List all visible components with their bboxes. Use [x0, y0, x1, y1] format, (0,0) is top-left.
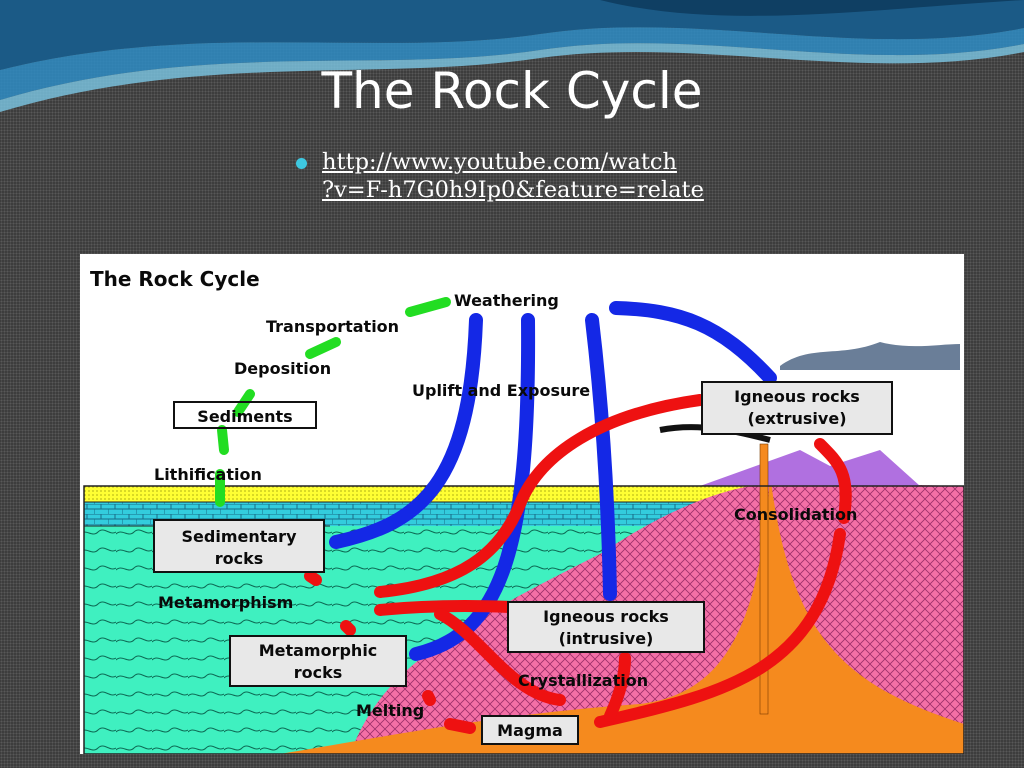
igneous-intrusive-box [507, 601, 705, 653]
label-metamorphic-2: rocks [294, 663, 343, 682]
label-sedimentary-2: rocks [215, 549, 264, 568]
label-consolidation: Consolidation [734, 505, 857, 524]
header-waves [0, 0, 1024, 112]
video-link-line2: ?v=F-h7G0h9Ip0&feature=relate [322, 177, 704, 203]
label-transportation: Transportation [266, 317, 399, 336]
label-weathering: Weathering [454, 291, 559, 310]
label-melting: Melting [356, 701, 424, 720]
sedimentary-rocks-box [153, 519, 325, 573]
label-uplift: Uplift and Exposure [412, 381, 590, 400]
label-lithification: Lithification [154, 465, 262, 484]
volcanic-vent [759, 443, 769, 715]
label-metamorphic-1: Metamorphic [259, 641, 378, 660]
label-magma: Magma [497, 721, 563, 740]
blue-arrows [329, 301, 777, 661]
volcano-icon [700, 450, 920, 486]
igneous-extrusive-box [701, 381, 893, 435]
magma-layer [280, 474, 964, 754]
label-igneous-extrusive-2: (extrusive) [747, 409, 846, 428]
label-igneous-intrusive-2: (intrusive) [559, 629, 654, 648]
label-sedimentary-1: Sedimentary [182, 527, 298, 546]
rock-cycle-diagram: The Rock Cycle Weathering Transportation… [80, 254, 964, 754]
magma-box [481, 715, 579, 745]
red-arrows [304, 394, 852, 734]
metamorphic-rocks-box [229, 635, 407, 687]
sediments-box [173, 401, 317, 429]
label-deposition: Deposition [234, 359, 331, 378]
label-igneous-intrusive-1: Igneous rocks [543, 607, 669, 626]
video-link[interactable]: http://www.youtube.com/watch ?v=F-h7G0h9… [322, 148, 732, 204]
mountain-range-icon [780, 342, 960, 370]
slide-title: The Rock Cycle [321, 62, 703, 120]
video-link-line1: http://www.youtube.com/watch [322, 149, 678, 175]
label-sediments: Sediments [197, 407, 292, 426]
bullet-dot-icon [296, 158, 307, 169]
diagram-title: The Rock Cycle [90, 267, 260, 291]
label-igneous-extrusive-1: Igneous rocks [734, 387, 860, 406]
label-metamorphism: Metamorphism [158, 593, 293, 612]
label-crystallization: Crystallization [518, 671, 648, 690]
